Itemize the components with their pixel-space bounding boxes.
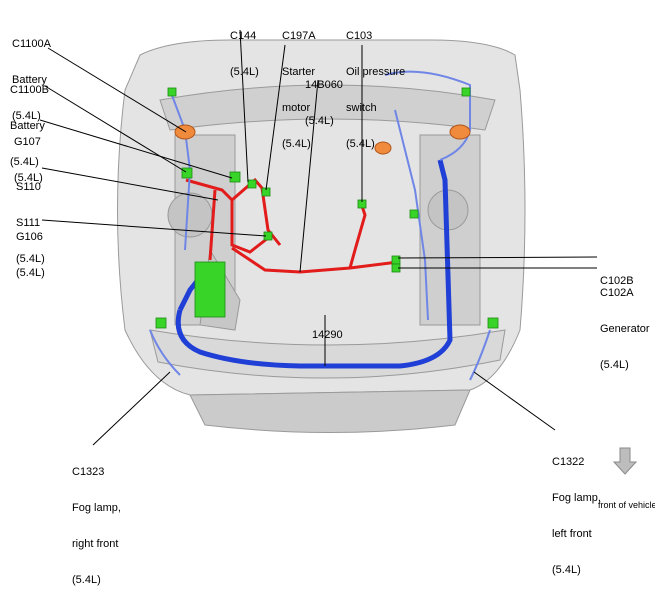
label-c103-id: C103 — [346, 30, 373, 42]
label-c144: C144 (5.4L) — [230, 6, 259, 90]
label-c1100a: C1100A Battery (5.4L) — [12, 14, 51, 134]
label-c102b: C102B — [600, 251, 634, 299]
label-c103-desc1: Oil pressure — [346, 66, 406, 78]
engine-compartment-diagram — [39, 29, 638, 475]
label-g106-id: G106 — [16, 231, 43, 243]
label-c197a-id: C197A — [282, 30, 316, 42]
label-c102a-desc: Generator — [600, 323, 650, 335]
label-s110-s111: S110 S111 (5.4L) — [16, 157, 45, 277]
label-c1323-id: C1323 — [72, 466, 105, 478]
label-s110-engine: (5.4L) — [16, 253, 45, 265]
label-c144-id: C144 — [230, 30, 257, 42]
label-g107-id: G107 — [14, 136, 41, 148]
label-g107-engine: (5.4L) — [14, 172, 43, 184]
label-front-of-vehicle: front of vehicle — [598, 480, 655, 520]
label-c103: C103 Oil pressure switch (5.4L) — [346, 6, 405, 162]
label-c144-engine: (5.4L) — [230, 66, 259, 78]
label-14b060-engine: (5.4L) — [305, 115, 334, 127]
label-g106: G106 (5.4L) — [16, 207, 45, 291]
label-c103-desc2: switch — [346, 102, 377, 114]
label-c1322: C1322 Fog lamp, left front (5.4L) — [552, 432, 601, 588]
label-14290-id: 14290 — [312, 329, 343, 341]
label-c197a-desc1: Starter — [282, 66, 316, 78]
label-c1323: C1323 Fog lamp, right front (5.4L) — [72, 442, 121, 598]
label-g107: G107 (5.4L) — [14, 112, 43, 196]
front-of-vehicle-text: front of vehicle — [598, 500, 655, 510]
harness-thin-blue — [149, 70, 491, 381]
label-c1322-id: C1322 — [552, 456, 585, 468]
connectors — [155, 87, 499, 329]
label-c1322-desc2: left front — [552, 528, 592, 540]
label-c103-engine: (5.4L) — [346, 138, 375, 150]
label-c1100a-id: C1100A — [12, 38, 51, 50]
label-g106-engine: (5.4L) — [16, 267, 45, 279]
label-14b060: 14B060 (5.4L) — [305, 55, 343, 139]
label-14290: 14290 — [312, 305, 343, 353]
label-c197a: C197A Starter motor (5.4L) — [282, 6, 316, 162]
label-c197a-desc2: motor — [282, 102, 311, 114]
label-c1100b-desc: Battery — [10, 120, 45, 132]
label-c1323-engine: (5.4L) — [72, 574, 101, 586]
front-arrow-icon — [612, 447, 638, 475]
label-c1100b: C1100B Battery (5.4L) — [10, 60, 49, 180]
label-14b060-id: 14B060 — [305, 79, 343, 91]
label-c1100a-engine: (5.4L) — [12, 110, 41, 122]
leader-lines — [39, 29, 598, 446]
label-c102a: C102A Generator (5.4L) — [600, 263, 650, 383]
label-c102a-id: C102A — [600, 287, 634, 299]
label-c102a-engine: (5.4L) — [600, 359, 629, 371]
label-c1322-engine: (5.4L) — [552, 564, 581, 576]
label-c1322-desc1: Fog lamp, — [552, 492, 601, 504]
label-c102b-id: C102B — [600, 275, 634, 287]
label-c1100b-engine: (5.4L) — [10, 156, 39, 168]
label-s111-id: S111 — [16, 217, 41, 229]
label-s110-id: S110 — [16, 181, 41, 193]
label-c1100b-id: C1100B — [10, 84, 49, 96]
label-c1323-desc2: right front — [72, 538, 119, 550]
label-c1100a-desc: Battery — [12, 74, 47, 86]
label-c1323-desc1: Fog lamp, — [72, 502, 121, 514]
label-c197a-engine: (5.4L) — [282, 138, 311, 150]
